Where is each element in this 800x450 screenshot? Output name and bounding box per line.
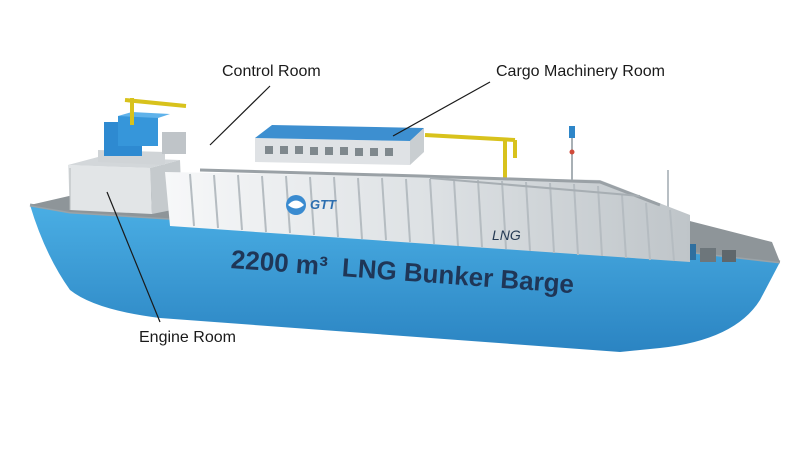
label-engine-room: Engine Room: [139, 329, 236, 346]
leader-engine-room: [106, 191, 161, 323]
lng-tank-marking: LNG: [492, 227, 521, 243]
leader-control-room: [209, 85, 271, 146]
crane-right: [424, 133, 517, 178]
tank-cover: [165, 168, 690, 262]
cargo-machinery-room: [255, 125, 424, 165]
leader-cargo-machinery-room: [392, 81, 491, 137]
gtt-logo: [286, 195, 306, 215]
hull: [30, 205, 780, 352]
label-cargo-machinery-room: Cargo Machinery Room: [496, 63, 665, 80]
crane-left: [124, 98, 187, 125]
label-control-room: Control Room: [222, 63, 321, 80]
gtt-logo-text: GTT: [310, 197, 336, 212]
